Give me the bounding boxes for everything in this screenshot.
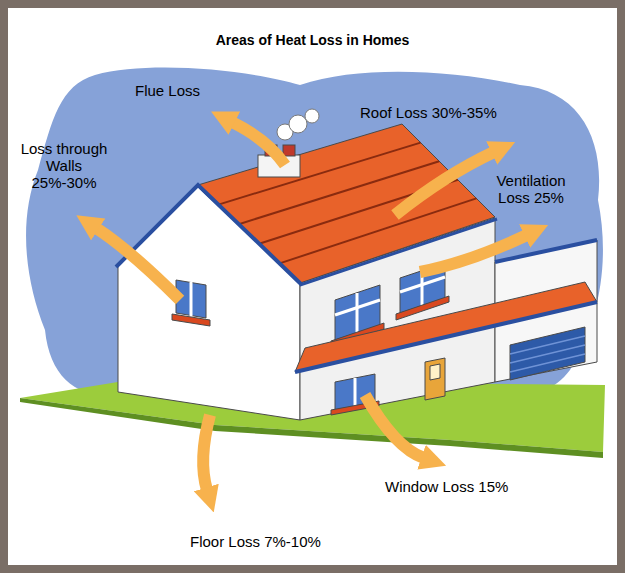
heat-loss-label: Floor Loss 7%-10% [190,533,321,550]
ground-window [354,378,357,406]
eave-trim [300,219,497,285]
diagram-title: Areas of Heat Loss in Homes [0,32,625,49]
heat-arrow [203,415,210,490]
heat-arrow [96,228,180,300]
heat-loss-label: Window Loss 15% [385,478,508,495]
heat-arrow [395,152,494,215]
heat-arrow [365,395,424,458]
smoke [305,109,319,123]
front-door [430,364,440,380]
smoke [277,109,319,140]
front-door [425,358,445,400]
roof-tile-line [218,143,420,205]
heat-loss-label: Roof Loss 30%-35% [360,104,497,121]
heat-arrow [420,235,527,272]
garage-door [510,327,585,380]
front-door [425,358,445,400]
gable-window [172,314,210,326]
roof-tile-line [218,143,476,264]
heat-arrow [232,122,285,165]
garage-door [510,354,585,372]
heat-loss-label: Loss through Walls 25%-30% [14,140,114,191]
roof-tile-line [280,198,477,263]
garage-door [510,345,585,363]
garage-door [510,327,585,380]
garage-door [510,336,585,354]
upper-window [335,300,380,315]
gable-window [190,282,193,316]
frame-border [4,4,621,569]
heat-loss-label: Flue Loss [135,82,200,99]
house [116,109,597,420]
garage-door [510,336,585,372]
upper-window [400,277,445,292]
chimney [283,145,295,156]
sky-cloud [26,68,603,400]
gable-window [172,280,210,326]
upper-window [356,293,359,333]
heat-loss-label: Ventilation Loss 25% [488,172,574,206]
heat-arrow [96,122,527,490]
smoke [289,115,307,133]
